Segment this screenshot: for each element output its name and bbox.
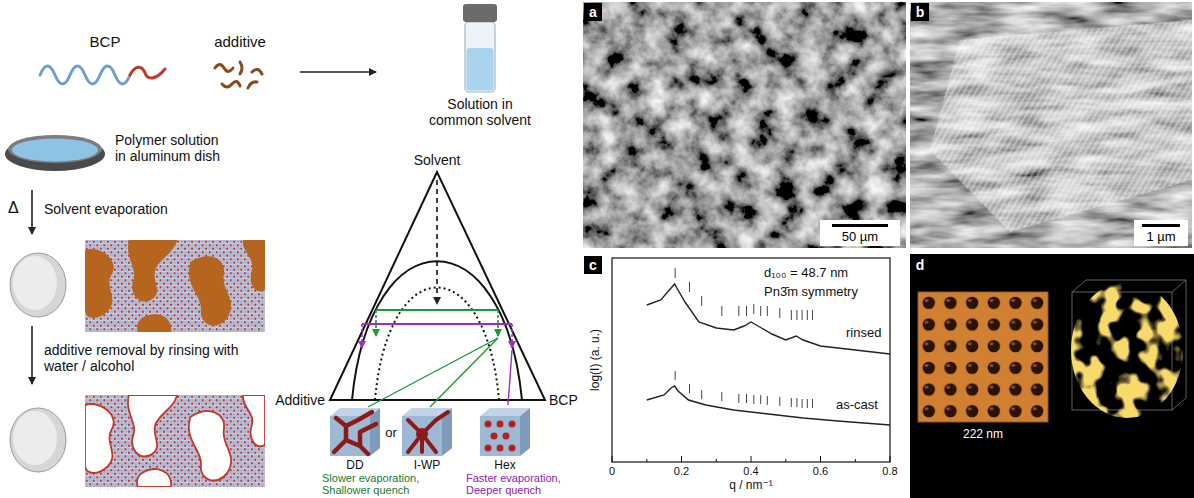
phase-structure: Hex [480,408,530,472]
step-label: Solvent evaporation [44,201,168,217]
step-label: Solution in common solvent [424,96,536,128]
step-label: additive removal by rinsing with water /… [44,342,249,374]
plot-annotation: d₁₀₀ = 48.7 nm [764,266,848,281]
tick-label: 0.8 [882,465,897,478]
scale-bar: 50 µm [820,220,900,246]
panel-label: a [584,3,602,21]
axis-title: q / nm⁻¹ [729,479,773,493]
condition-note: Faster evaporation, Deeper quench [466,472,578,496]
tick-label: 0.6 [813,465,828,478]
node-text: 1 µm [1146,230,1175,244]
vertex-label: BCP [549,392,578,408]
node-text: 50 µm [842,230,878,244]
node-text: DD [346,459,363,472]
plot-annotation: Pn3̄m symmetry [764,285,858,300]
tick-label: 0.2 [674,465,689,478]
node-text: a [589,5,597,19]
vertex-label: Additive [275,392,325,408]
panel-label: d [911,256,929,274]
panel-label: b [911,3,929,21]
node-text: I-WP [414,459,441,472]
curve-label: as-cast [836,398,878,413]
axis-title: log(I) (a. u.) [589,329,603,391]
phase-structure: I-WP [402,408,452,472]
component-label: additive [214,33,266,50]
heat-symbol: Δ [8,199,19,217]
vertex-label: Solvent [414,152,461,168]
node-text: c [589,258,597,272]
scale-bar: 1 µm [1134,220,1188,246]
curve-label: rinsed [846,326,881,341]
connector-word: or [385,426,397,441]
scale-label: 222 nm [963,428,1003,442]
tick-label: 0 [609,465,615,478]
node-text: d [916,258,925,272]
phase-structure: DD [330,408,380,472]
panel-label: c [584,256,602,274]
step-label: Polymer solution in aluminum dish [115,132,233,164]
tick-label: 0.4 [743,465,758,478]
condition-note: Slower evaporation, Shallower quench [322,472,450,496]
node-text: Hex [494,459,515,472]
node-text: b [916,5,925,19]
component-label: BCP [90,33,121,50]
